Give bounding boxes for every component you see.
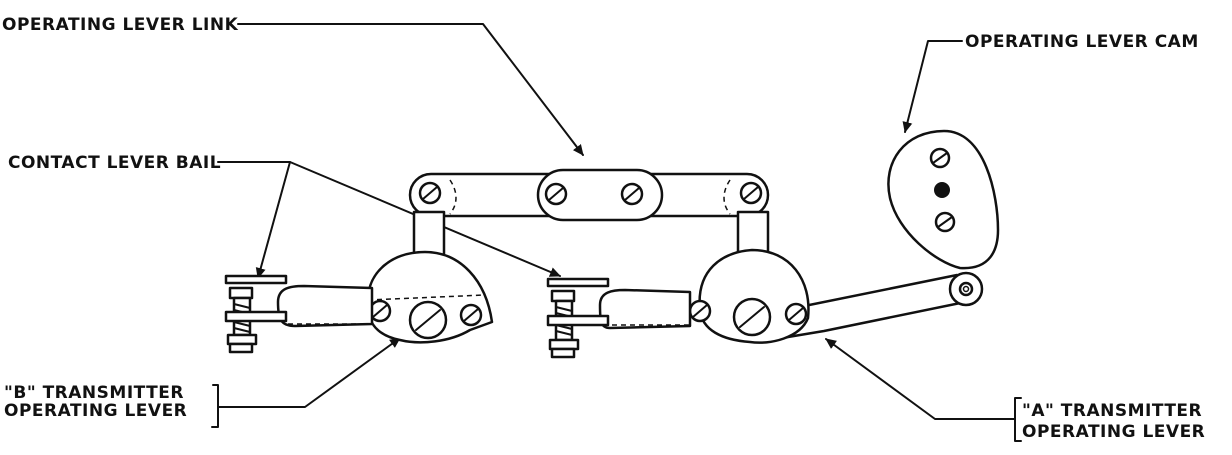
leader-contact-lever-bail-b — [217, 161, 291, 279]
link-screw-icon — [620, 182, 644, 206]
cam-screw-icon — [934, 211, 956, 233]
cam-screw-icon — [929, 147, 951, 169]
lever-hub-screw-icon — [784, 302, 808, 326]
label-a-transmitter-line1: "A" TRANSMITTER — [1022, 401, 1202, 421]
lever-hub-screw-icon — [459, 303, 483, 327]
lever-main-pivot-icon — [732, 297, 772, 337]
a-contact-assembly — [546, 277, 610, 359]
b-transmitter-operating-lever — [276, 210, 494, 344]
cam-pivot-icon — [934, 182, 950, 198]
b-contact-assembly — [224, 274, 288, 354]
link-screw-icon — [544, 182, 568, 206]
link-screw-icon — [739, 181, 763, 205]
operating-lever-cam — [887, 129, 1000, 270]
label-operating-lever-cam: OPERATING LEVER CAM — [965, 32, 1199, 52]
a-label-bracket — [1014, 397, 1022, 442]
leader-operating-lever-link — [237, 23, 584, 156]
label-operating-lever-link: OPERATING LEVER LINK — [2, 15, 239, 35]
leader-a-transmitter — [825, 338, 1016, 420]
label-b-transmitter-line2: OPERATING LEVER — [4, 401, 187, 421]
link-screw-icon — [418, 181, 442, 205]
leader-operating-lever-cam — [902, 40, 963, 133]
operating-lever-link — [408, 168, 770, 222]
leader-b-transmitter — [217, 337, 401, 408]
b-label-bracket — [211, 384, 219, 428]
label-b-transmitter-line1: "B" TRANSMITTER — [4, 383, 184, 403]
b-contact-lever-bail — [224, 274, 288, 285]
label-a-transmitter-line2: OPERATING LEVER — [1022, 422, 1205, 442]
a-transmitter-operating-lever — [598, 210, 984, 344]
lever-hub-screw-icon — [688, 299, 712, 323]
label-contact-lever-bail: CONTACT LEVER BAIL — [8, 153, 221, 173]
lever-main-pivot-icon — [408, 300, 448, 340]
a-contact-lever-bail — [546, 277, 610, 288]
